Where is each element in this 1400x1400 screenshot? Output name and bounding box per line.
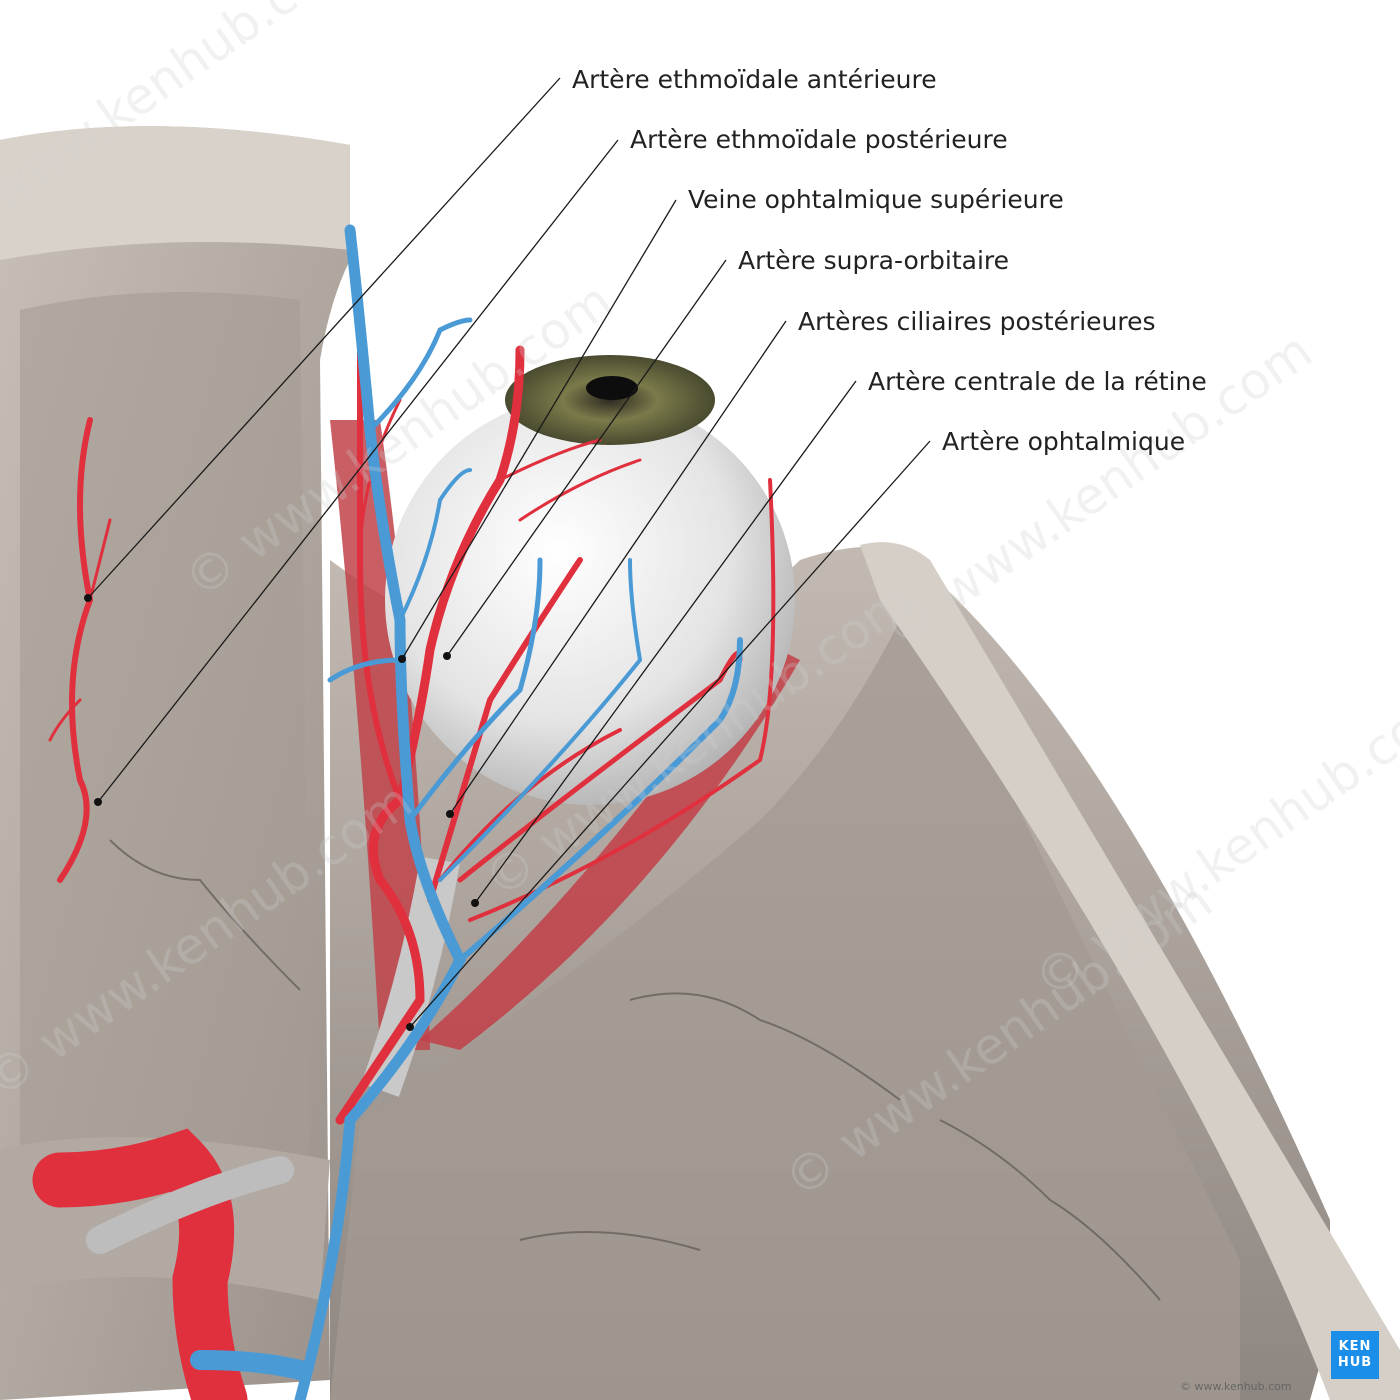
bone-sutures	[109, 839, 1161, 1301]
label-posterior-ethmoidal-artery: Artère ethmoïdale postérieure	[630, 125, 1008, 154]
pointer-dot	[446, 810, 454, 818]
pointer-dot	[84, 594, 92, 602]
credit-text: © www.kenhub.com	[1180, 1380, 1292, 1393]
kenhub-logo: KEN HUB	[1331, 1331, 1379, 1379]
leader-lines	[84, 77, 931, 1031]
internal-carotid	[32, 1128, 248, 1400]
logo-line-1: KEN	[1338, 1339, 1372, 1354]
label-supraorbital-artery: Artère supra-orbitaire	[738, 246, 1009, 275]
pointer-dot	[443, 652, 451, 660]
veins	[190, 224, 743, 1400]
label-ophthalmic-artery: Artère ophtalmique	[942, 427, 1185, 456]
label-posterior-ciliary-arteries: Artères ciliaires postérieures	[798, 307, 1156, 336]
pointer-dot	[398, 655, 406, 663]
pointer-dot	[471, 899, 479, 907]
label-central-retinal-artery: Artère centrale de la rétine	[868, 367, 1207, 396]
nerve-bottom	[86, 1156, 294, 1254]
bone-floor	[330, 542, 1400, 1400]
label-anterior-ethmoidal-artery: Artère ethmoïdale antérieure	[572, 65, 937, 94]
logo-line-2: HUB	[1337, 1355, 1373, 1370]
label-superior-ophthalmic-vein: Veine ophtalmique supérieure	[688, 185, 1064, 214]
pointer-dot	[94, 798, 102, 806]
labels: Artère ethmoïdale antérieure Artère ethm…	[572, 65, 1207, 456]
pointer-dot	[406, 1023, 414, 1031]
